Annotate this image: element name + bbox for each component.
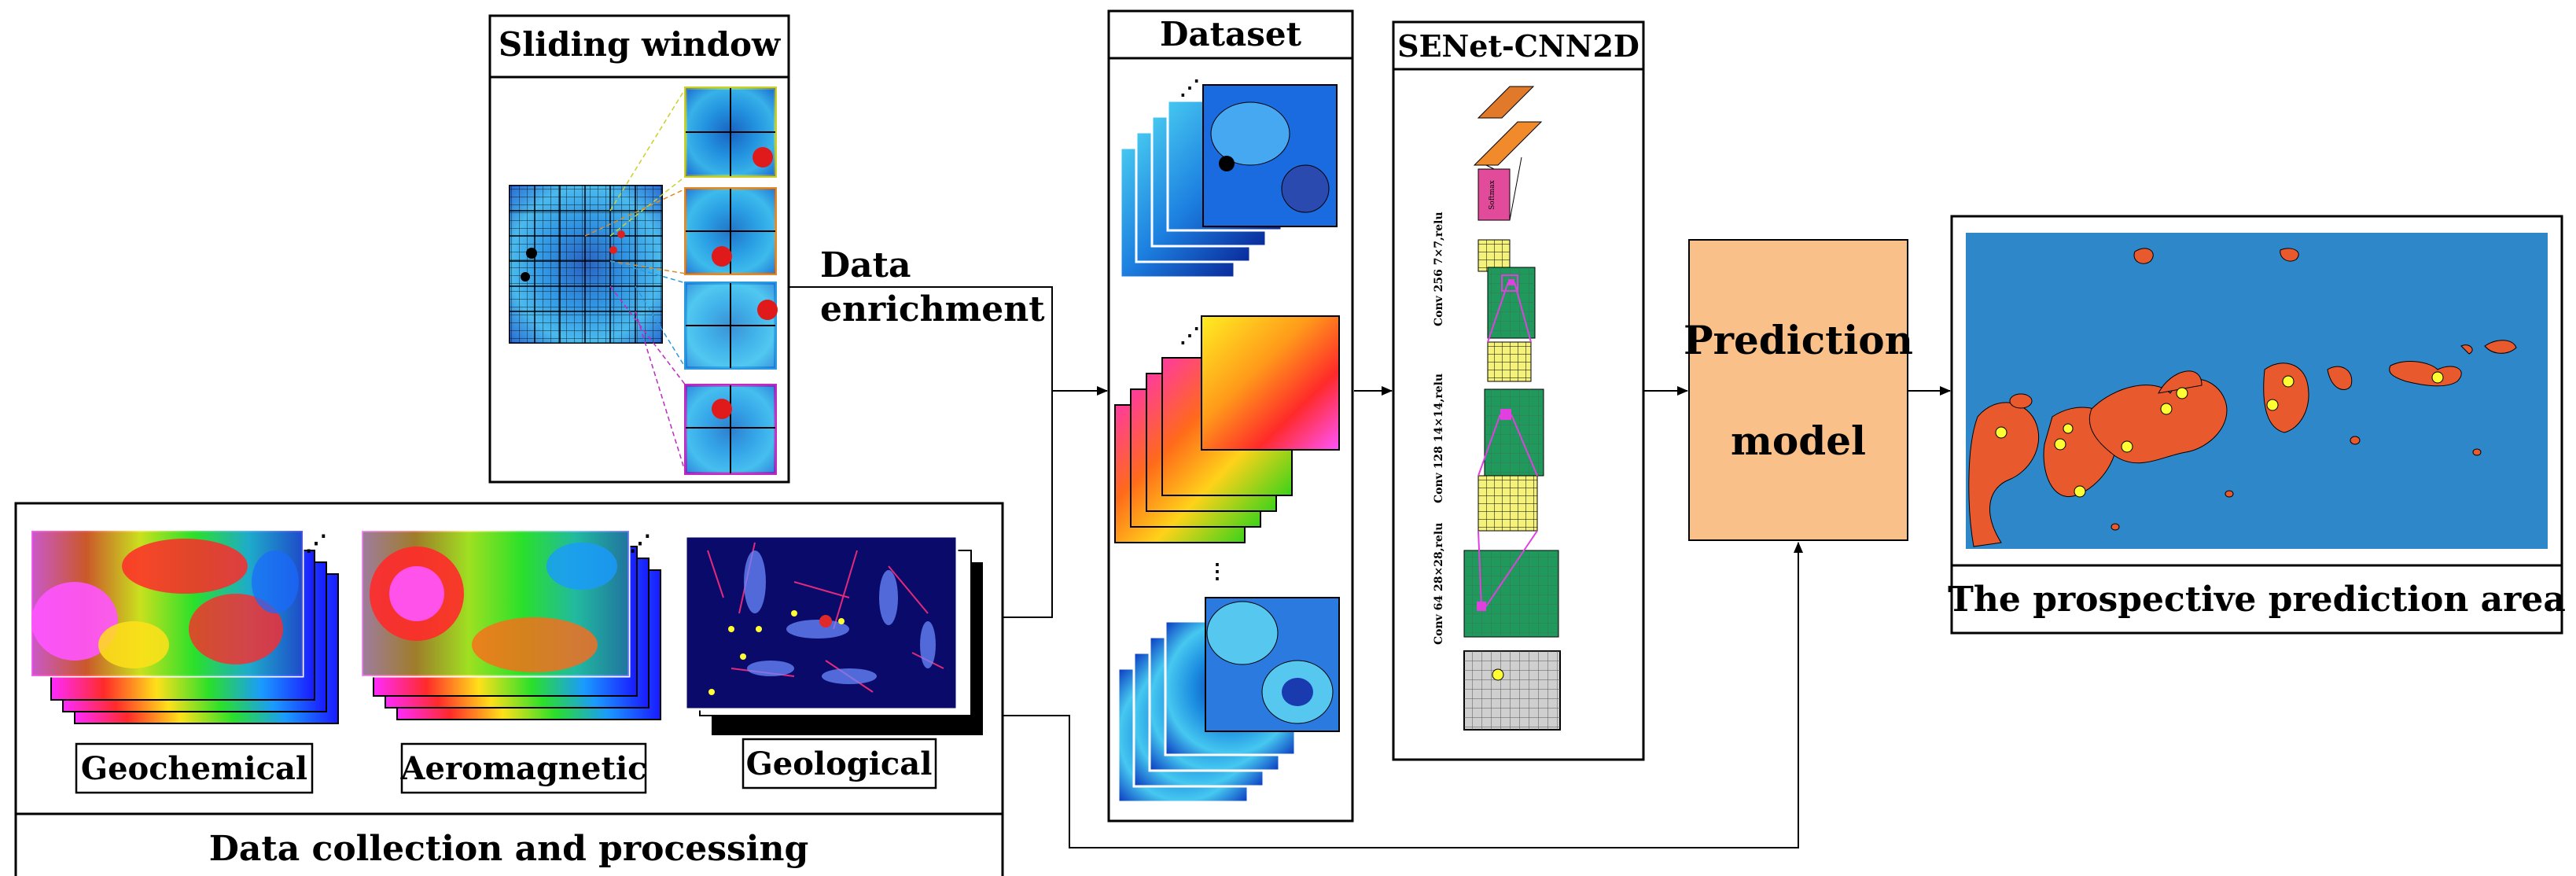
softmax-block — [1478, 168, 1511, 221]
prospective-area-title-box — [1950, 564, 2563, 635]
svg-text:⋰: ⋰ — [305, 530, 327, 556]
dataset-stack-warm: ⋰ — [1114, 315, 1340, 543]
sliding-window-title: Sliding window — [499, 25, 781, 64]
dataset-title-box — [1107, 9, 1354, 60]
data-enrichment-label-1: Data — [820, 245, 911, 285]
svg-text:⋰: ⋰ — [1179, 324, 1200, 348]
zoom-window-4 — [684, 384, 777, 475]
aeromagnetic-map-stack: ⋰ — [360, 529, 661, 720]
conv-block-1 — [1478, 239, 1536, 339]
sliding-window-panel: Sliding window — [488, 14, 790, 484]
svg-text:⋰: ⋰ — [1179, 76, 1200, 100]
prospective-area-panel: The prospective prediction area — [1948, 215, 2566, 635]
prospective-map — [1966, 233, 2548, 549]
dataset-panel: Dataset ⋰ ⋰ — [1107, 9, 1354, 823]
geological-map-stack — [684, 535, 983, 735]
dataset-stack-contour: ⋮ — [1117, 560, 1340, 804]
senet-panel: SENet-CNN2D Softmax Conv 256 7×7,relu Co… — [1392, 20, 1645, 761]
conv2-label: Conv 128 14×14,relu — [1433, 374, 1445, 503]
geochemical-map-stack: ⋰ — [30, 529, 339, 724]
dense-layer-2 — [1473, 121, 1543, 166]
dataset-title: Dataset — [1160, 15, 1302, 53]
geochemical-label: Geochemical — [81, 750, 307, 787]
senet-title: SENet-CNN2D — [1397, 28, 1639, 64]
zoom-window-2 — [684, 187, 777, 275]
connectors — [789, 286, 1951, 848]
arrow-collection-to-prediction — [1003, 542, 1803, 848]
data-collection-title: Data collection and processing — [209, 829, 809, 869]
prospective-area-title: The prospective prediction area — [1948, 580, 2566, 620]
geological-label-box — [742, 738, 937, 790]
svg-text:⋰: ⋰ — [629, 530, 651, 556]
conv-block-2 — [1484, 341, 1544, 477]
prediction-model-label-2: model — [1731, 418, 1866, 464]
data-collection-panel: Data collection and processing ⋰ Geochem… — [14, 502, 1004, 876]
conv3-label: Conv 64 28×28,relu — [1433, 523, 1445, 645]
line-collection-to-dataset — [1003, 391, 1053, 618]
senet-title-box — [1392, 20, 1645, 71]
zoom-window-3 — [684, 282, 778, 370]
data-collection-title-box — [14, 812, 1004, 876]
softmax-label: Softmax — [1489, 180, 1496, 210]
dataset-stack-blue: ⋰ — [1119, 76, 1338, 279]
prediction-model-label-1: Prediction — [1684, 317, 1913, 363]
aeromagnetic-label: Aeromagnetic — [399, 750, 646, 787]
dense-layer-1 — [1477, 86, 1535, 119]
conv-block-3 — [1463, 282, 1559, 638]
prediction-model-box — [1688, 239, 1908, 541]
conv1-label: Conv 256 7×7,relu — [1433, 212, 1445, 326]
geochemical-label-box — [75, 742, 314, 794]
svg-text:⋮: ⋮ — [1207, 560, 1227, 583]
aeromagnetic-label-box — [400, 742, 647, 794]
arrow-enrichment-to-dataset — [789, 286, 1108, 396]
zoom-window-1 — [684, 86, 777, 178]
sliding-window-title-box — [488, 14, 790, 79]
data-enrichment-label-2: enrichment — [820, 289, 1045, 329]
geological-label: Geological — [746, 745, 933, 782]
